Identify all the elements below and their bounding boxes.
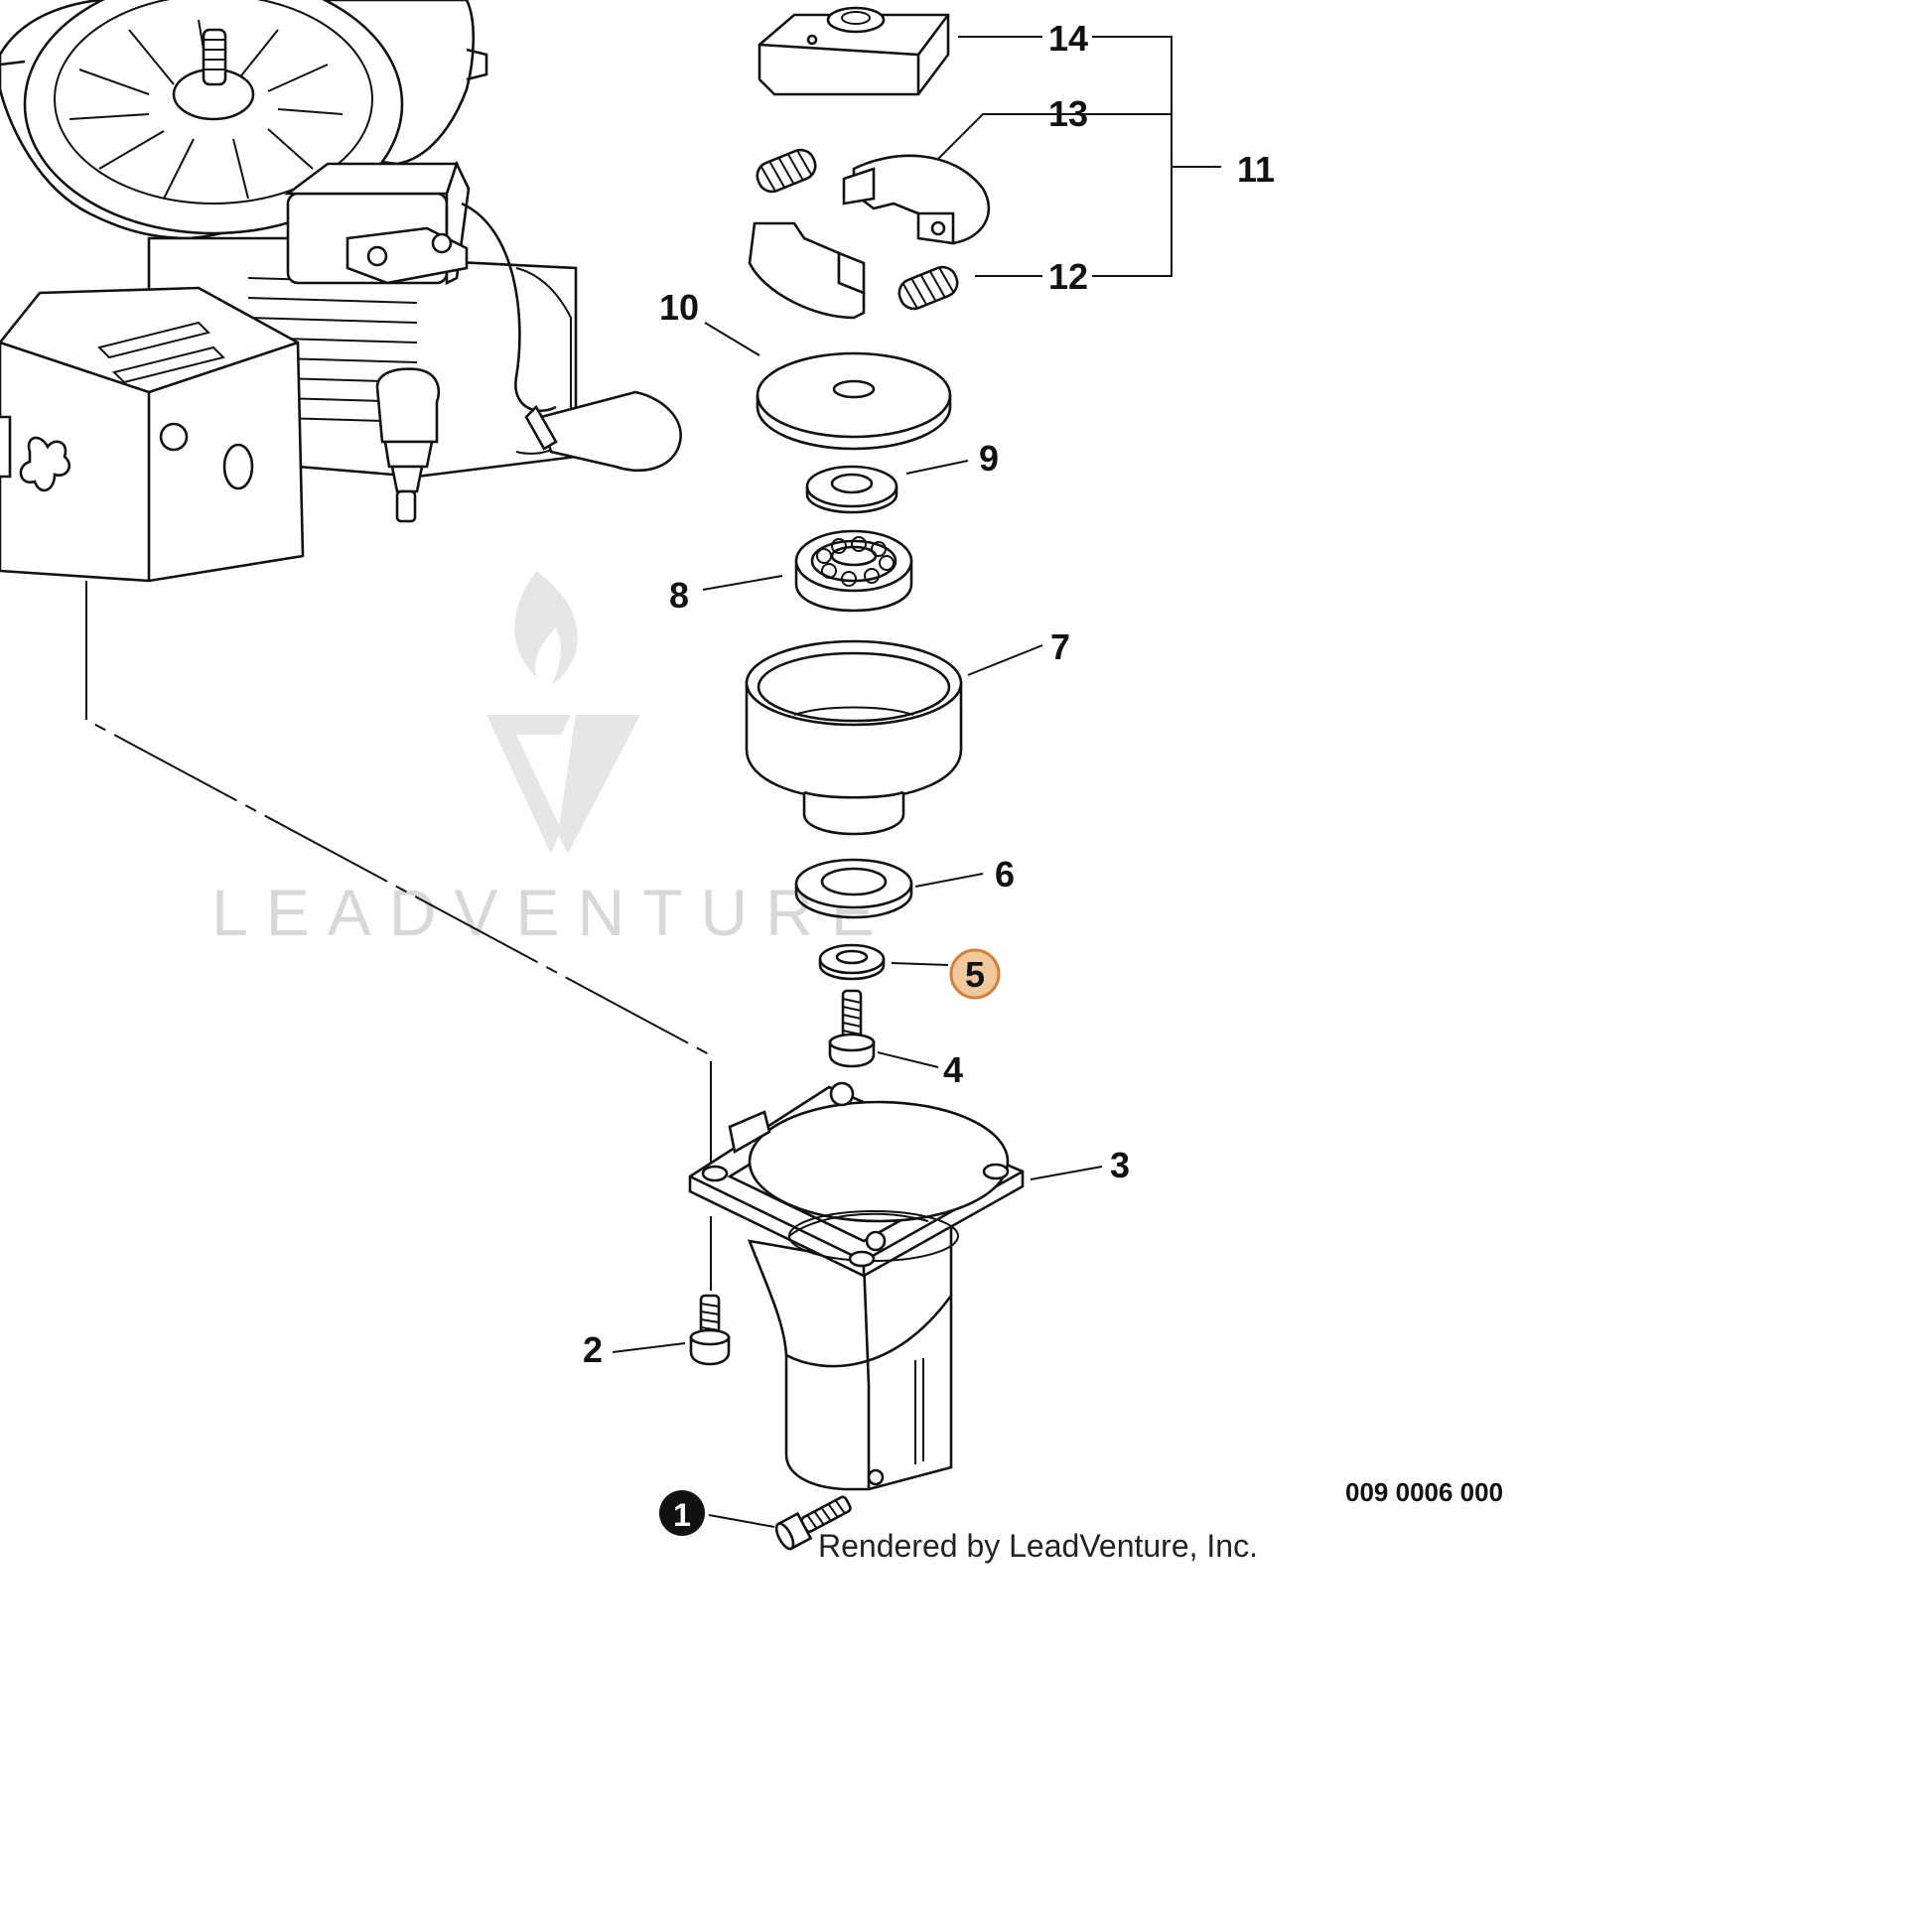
- callout-2[interactable]: 2: [583, 1329, 603, 1370]
- callout-6[interactable]: 6: [995, 854, 1015, 895]
- callout-9[interactable]: 9: [979, 438, 999, 479]
- callout-13[interactable]: 13: [1048, 93, 1088, 134]
- callout-5-label: 5: [965, 954, 985, 995]
- callout-8[interactable]: 8: [669, 575, 689, 616]
- engine-assembly: [0, 0, 682, 583]
- callout-labels: 1 2 3 4 5 6 7 8 9 10 11 12 13 14: [583, 18, 1275, 1536]
- leadventure-logo-watermark-icon: [486, 571, 640, 854]
- part-5-drawing: [818, 943, 886, 981]
- part-4-drawing: [828, 989, 876, 1068]
- callout-1-badge: [659, 1490, 705, 1536]
- callout-4[interactable]: 4: [943, 1049, 963, 1090]
- callout-7[interactable]: 7: [1050, 626, 1070, 667]
- callout-14[interactable]: 14: [1048, 18, 1088, 59]
- clutch-shoes-drawing: [748, 148, 991, 320]
- part-3-drawing: [688, 1081, 1025, 1491]
- callout-12[interactable]: 12: [1048, 256, 1088, 297]
- credit-text: Rendered by LeadVenture, Inc.: [818, 1528, 1258, 1564]
- leader-lines: [612, 36, 1221, 1528]
- part-10-drawing: [756, 351, 952, 451]
- part-1-drawing: [774, 1495, 852, 1551]
- callout-1[interactable]: 1: [659, 1490, 705, 1536]
- callout-1-label: 1: [673, 1497, 691, 1533]
- part-6-drawing: [794, 858, 913, 919]
- callout-5-highlight: [949, 948, 1001, 1000]
- part-8-drawing: [794, 529, 913, 613]
- part-7-drawing: [745, 639, 963, 836]
- part-2-drawing: [689, 1294, 731, 1366]
- part-9-drawing: [805, 465, 898, 514]
- callout-5[interactable]: 5: [949, 948, 1001, 1000]
- part-14-drawing: [758, 6, 950, 96]
- callout-11[interactable]: 11: [1237, 149, 1275, 190]
- callout-10[interactable]: 10: [659, 287, 699, 328]
- alignment-line: [85, 581, 712, 1172]
- drawing-code: 009 0006 000: [1345, 1477, 1503, 1507]
- callout-3[interactable]: 3: [1110, 1145, 1130, 1185]
- watermark-text: LEADVENTURE: [211, 876, 893, 949]
